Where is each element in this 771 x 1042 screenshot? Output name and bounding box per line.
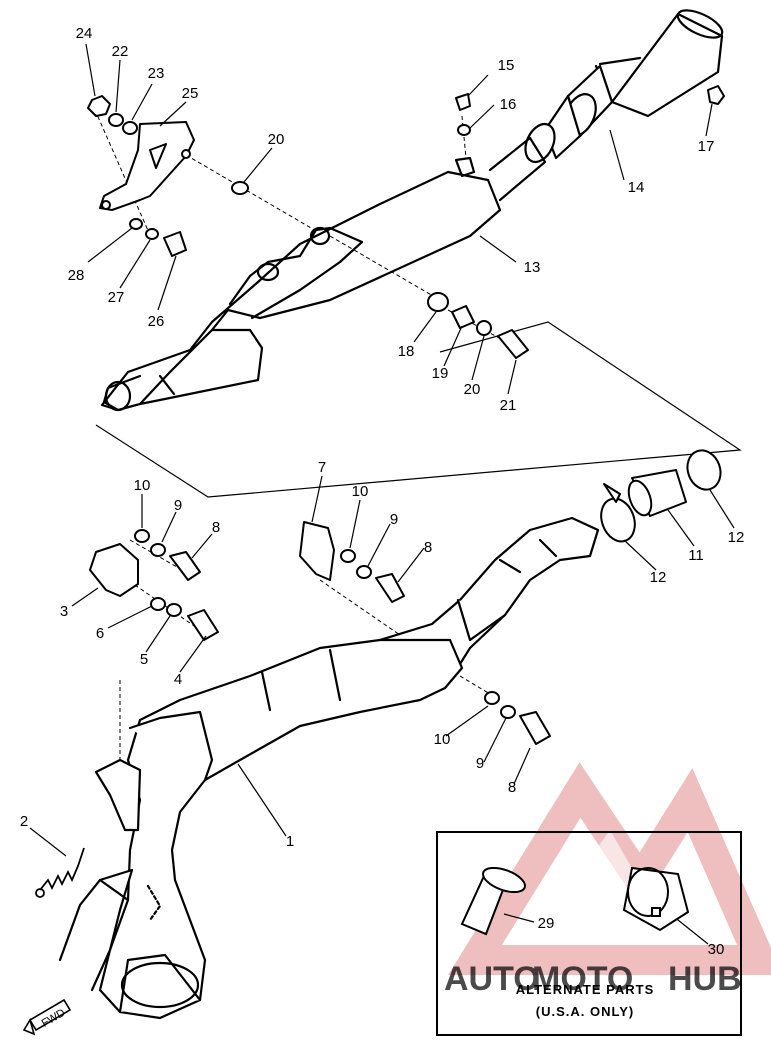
- callout-labels: 24 22 23 25 20 28 27 26 15 16 17 14 13 1…: [20, 25, 745, 958]
- callout-8-right: 8: [508, 779, 516, 796]
- callout-9-left: 9: [174, 497, 182, 514]
- callout-11: 11: [688, 547, 704, 564]
- callout-1: 1: [286, 833, 294, 850]
- spring-part: [35, 847, 85, 898]
- exhaust-pipe: [58, 516, 600, 1020]
- alternate-parts-title: ALTERNATE PARTS: [516, 982, 655, 997]
- callout-27: 27: [108, 289, 125, 306]
- callout-8-left: 8: [212, 519, 220, 536]
- callout-26: 26: [148, 313, 165, 330]
- callout-8-mid: 8: [424, 539, 432, 556]
- fwd-arrow: FWD: [22, 998, 72, 1036]
- callout-10-right: 10: [434, 731, 451, 748]
- callout-16: 16: [500, 96, 517, 113]
- callout-17: 17: [698, 138, 715, 155]
- callout-19: 19: [432, 365, 449, 382]
- svg-text:MOTO: MOTO: [532, 960, 633, 998]
- alternate-parts-note: (U.S.A. ONLY): [536, 1004, 634, 1019]
- callout-21: 21: [500, 397, 517, 414]
- svg-text:HUB: HUB: [668, 960, 742, 998]
- callout-9-mid: 9: [390, 511, 398, 528]
- callout-20-lower: 20: [464, 381, 481, 398]
- callout-13: 13: [524, 259, 541, 276]
- callout-20-upper: 20: [268, 131, 285, 148]
- callout-5: 5: [140, 651, 148, 668]
- callout-18: 18: [398, 343, 415, 360]
- callout-9-right: 9: [476, 755, 484, 772]
- callout-4: 4: [174, 671, 182, 688]
- fwd-label: FWD: [40, 1007, 68, 1030]
- callout-23: 23: [148, 65, 165, 82]
- callout-24: 24: [76, 25, 93, 42]
- callout-2: 2: [20, 813, 28, 830]
- callout-10-mid: 10: [352, 483, 369, 500]
- callout-29: 29: [538, 915, 555, 932]
- callout-14: 14: [628, 179, 645, 196]
- watermark-logo: [448, 762, 771, 975]
- callout-6: 6: [96, 625, 104, 642]
- callout-28: 28: [68, 267, 85, 284]
- alternate-parts-box: ALTERNATE PARTS (U.S.A. ONLY): [436, 831, 742, 1036]
- callout-22: 22: [112, 43, 129, 60]
- muffler-assembly: [100, 9, 724, 412]
- callout-3: 3: [60, 603, 68, 620]
- callout-7: 7: [318, 459, 326, 476]
- svg-text:AUTO: AUTO: [444, 960, 540, 998]
- callout-10-left: 10: [134, 477, 151, 494]
- callout-25: 25: [182, 85, 199, 102]
- callout-12-lower: 12: [650, 569, 667, 586]
- hardware-parts: [87, 85, 725, 745]
- watermark-text: AUTO MOTO HUB: [444, 960, 742, 998]
- callout-30: 30: [708, 941, 725, 958]
- callout-15: 15: [498, 57, 515, 74]
- callout-12-upper: 12: [728, 529, 745, 546]
